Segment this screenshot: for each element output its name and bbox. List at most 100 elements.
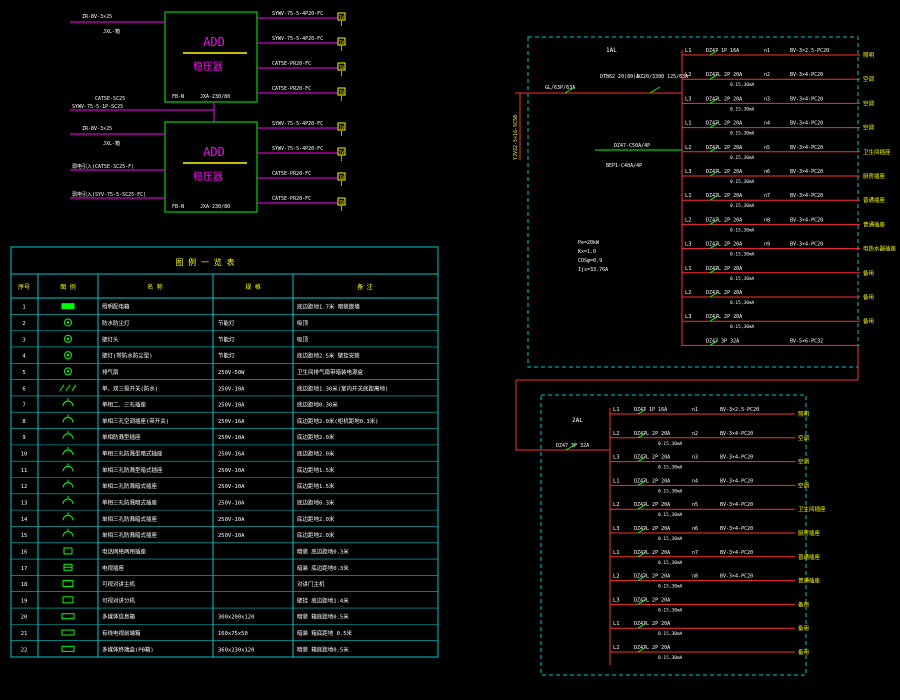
legend-row-name: 单相三孔防溅型暗式插座 (102, 450, 163, 458)
panel2-circuit-rcd: 0.15,30mA (658, 631, 683, 637)
legend-row-no: 5 (22, 370, 25, 376)
panel1-circuit-rcd: 0.15,30mA (730, 106, 755, 112)
legend-symbol-icon (64, 367, 72, 376)
panel1-circuit-breaker: DZ47L 2P 20A (706, 217, 742, 223)
panel1-circuit-use: 厨房插座 (863, 172, 886, 180)
panel1-circuit-use: 普通插座 (863, 220, 886, 228)
legend-row-spec: 节能灯 (218, 335, 235, 343)
legend-row-spec: 160x75x50 (218, 631, 248, 637)
panel2-circuit-use: 备用 (798, 648, 809, 656)
legend-symbol-icon (63, 547, 73, 555)
panel1-circuit-cable: BV-3×4-PC20 (790, 242, 823, 248)
panel2-circuit-n: n6 (692, 526, 698, 532)
panel1-circuit-use: 照明 (863, 52, 875, 59)
legend-row-note: 底边距地2.0米 (297, 531, 335, 539)
panel2-circuit-cable: BV-3×4-PC20 (720, 502, 753, 508)
box2-output-cable: SYWV-75-5-4P20-FC (272, 146, 323, 152)
legend-row-spec: 300x200x120 (218, 615, 254, 621)
panel2-circuit-phase: L2 (613, 431, 620, 437)
legend-row-note: 底边距地1.5米 (297, 482, 335, 490)
legend-row-note: 底边距地1.30米(室内开关底距离地) (297, 384, 388, 392)
legend-row-name: 防水防尘灯 (102, 319, 130, 327)
legend-row-note: 底边距地2.0米(柜机距地0.3米) (297, 417, 379, 425)
panel1-param-1: Kx=1.0 (578, 249, 596, 255)
panel1-circuit-rcd: 0.15,30mA (730, 227, 755, 233)
box1-output-cable: CAT5E-PR20-FC (272, 86, 311, 92)
panel1-circuit-n: n1 (764, 48, 770, 54)
legend-header: 规 格 (245, 283, 261, 291)
legend-row-name: 单相二、三孔插座 (102, 401, 147, 409)
legend-row-note: 底边距地0.30米 (297, 401, 338, 409)
panel2-circuit-use: 备用 (798, 600, 809, 608)
legend-row-name: 多媒体信息箱 (102, 613, 136, 621)
panel2-circuit-use: 空调 (798, 458, 810, 466)
panel2-circuit-use: 厨房插座 (798, 529, 821, 537)
panel2-circuit-breaker: DZ47L 2P 20A (634, 455, 670, 461)
panel2-circuit-use: 照明 (798, 411, 810, 418)
legend-row-note: 暗装 箱底距地0.5米 (297, 645, 349, 653)
legend-symbol-icon (62, 447, 74, 456)
legend-row-note: 暗装 底边距地0.3米 (297, 564, 349, 572)
legend-row-no: 17 (21, 566, 28, 572)
legend-symbol-icon (62, 512, 74, 521)
panel2-circuit-breaker: DZ47L 2P 20A (634, 597, 670, 603)
panel2-circuit-n: n5 (692, 502, 698, 508)
legend-row-name: 单相二孔防溅暗式插座 (102, 482, 158, 490)
legend-row-spec: 250V-10A (218, 533, 245, 539)
panel1-circuit-use: 备用 (863, 317, 874, 325)
panel2-circuit-rcd: 0.15,30mA (658, 441, 683, 447)
panel1-meter: DTB62 20(80)A (600, 74, 639, 80)
weak-current-box-1: ADD 稳压器 FB-N JXA-230/80 ZR-BV-3×25 JXL-箱… (70, 11, 346, 122)
legend-row-no: 7 (22, 403, 25, 409)
panel2-circuit-phase: L3 (613, 597, 620, 603)
panel-1al: 1AL YJV22-5×16-SC50 GL/63P/63A DTB62 20(… (513, 36, 897, 368)
box2-in-top: ZR-BV-3×25 (82, 126, 112, 132)
legend-row-no: 21 (21, 631, 28, 637)
legend-row-spec: 250V-10A (218, 517, 245, 523)
panel2-circuit-use: 备用 (798, 624, 809, 632)
panel1-circuit-use: 空调 (863, 124, 875, 132)
panel2-circuit-phase: L1 (613, 621, 620, 627)
panel1-circuit-n: n6 (764, 169, 770, 175)
legend-row-note: 底边距地2.5米 壁挂安装 (297, 352, 360, 360)
panel1-circuit-use: 备用 (863, 269, 874, 277)
panel1-circuit-phase: L2 (685, 217, 692, 223)
panel2-circuit-phase: L2 (613, 502, 620, 508)
legend-row-no: 10 (21, 452, 28, 458)
panel1-breaker: DZ20/3300 125/63A (637, 74, 688, 80)
box1-in-top2: JXL-箱 (103, 28, 120, 35)
panel2-circuit-cable: BV-3×4-PC20 (720, 478, 753, 484)
legend-row-note: 底边距地2.0米 (297, 433, 335, 441)
panel2-circuit-cable: BV-3×4-PC20 (720, 574, 753, 580)
legend-row-name: 电话网络两用插座 (102, 547, 147, 555)
panel1-circuit-use: 电热水器插座 (863, 245, 897, 253)
box2-lb-right: JXA-230/80 (200, 204, 230, 210)
panel2-circuit-cable: BV-3×4-PC20 (720, 526, 753, 532)
legend-symbol-icon (62, 580, 74, 588)
panel1-circuit-rcd: 0.15,30mA (730, 131, 755, 137)
panel1-circuit-breaker: DZ47 1P 16A (706, 48, 739, 54)
panel2-circuit-phase: L3 (613, 455, 620, 461)
legend-row-no: 14 (21, 517, 28, 523)
box2-lb-left: FB-N (172, 204, 184, 210)
box2-output-label: TV (339, 125, 344, 130)
panel1-circuit-n: n5 (764, 145, 770, 151)
panel2-circuit-n: n1 (692, 407, 698, 413)
panel2-circuit-rcd: 0.15,30mA (658, 655, 683, 661)
legend-row-no: 6 (22, 386, 25, 392)
panel1-circuit-phase: L2 (685, 145, 692, 151)
legend-symbol-icon (62, 495, 74, 505)
panel1-circuit-n: n9 (764, 242, 770, 248)
legend-header: 序号 (18, 283, 30, 291)
panel1-circuit-cable: BV-3×4-PC20 (790, 193, 823, 199)
panel1-main-switch: GL/63P/63A (545, 85, 575, 91)
box1-output-label: TV (339, 40, 344, 45)
legend-symbol-icon (64, 318, 72, 327)
box2-output-label: TV (339, 150, 344, 155)
panel1-circuit-rcd: 0.15,30mA (730, 276, 755, 282)
legend-row-no: 20 (21, 615, 28, 621)
box1-lb-right: JXA-230/80 (200, 94, 230, 100)
box2-in-top2: JXL-箱 (103, 140, 120, 147)
legend-row-note: 吸顶 (297, 320, 309, 327)
